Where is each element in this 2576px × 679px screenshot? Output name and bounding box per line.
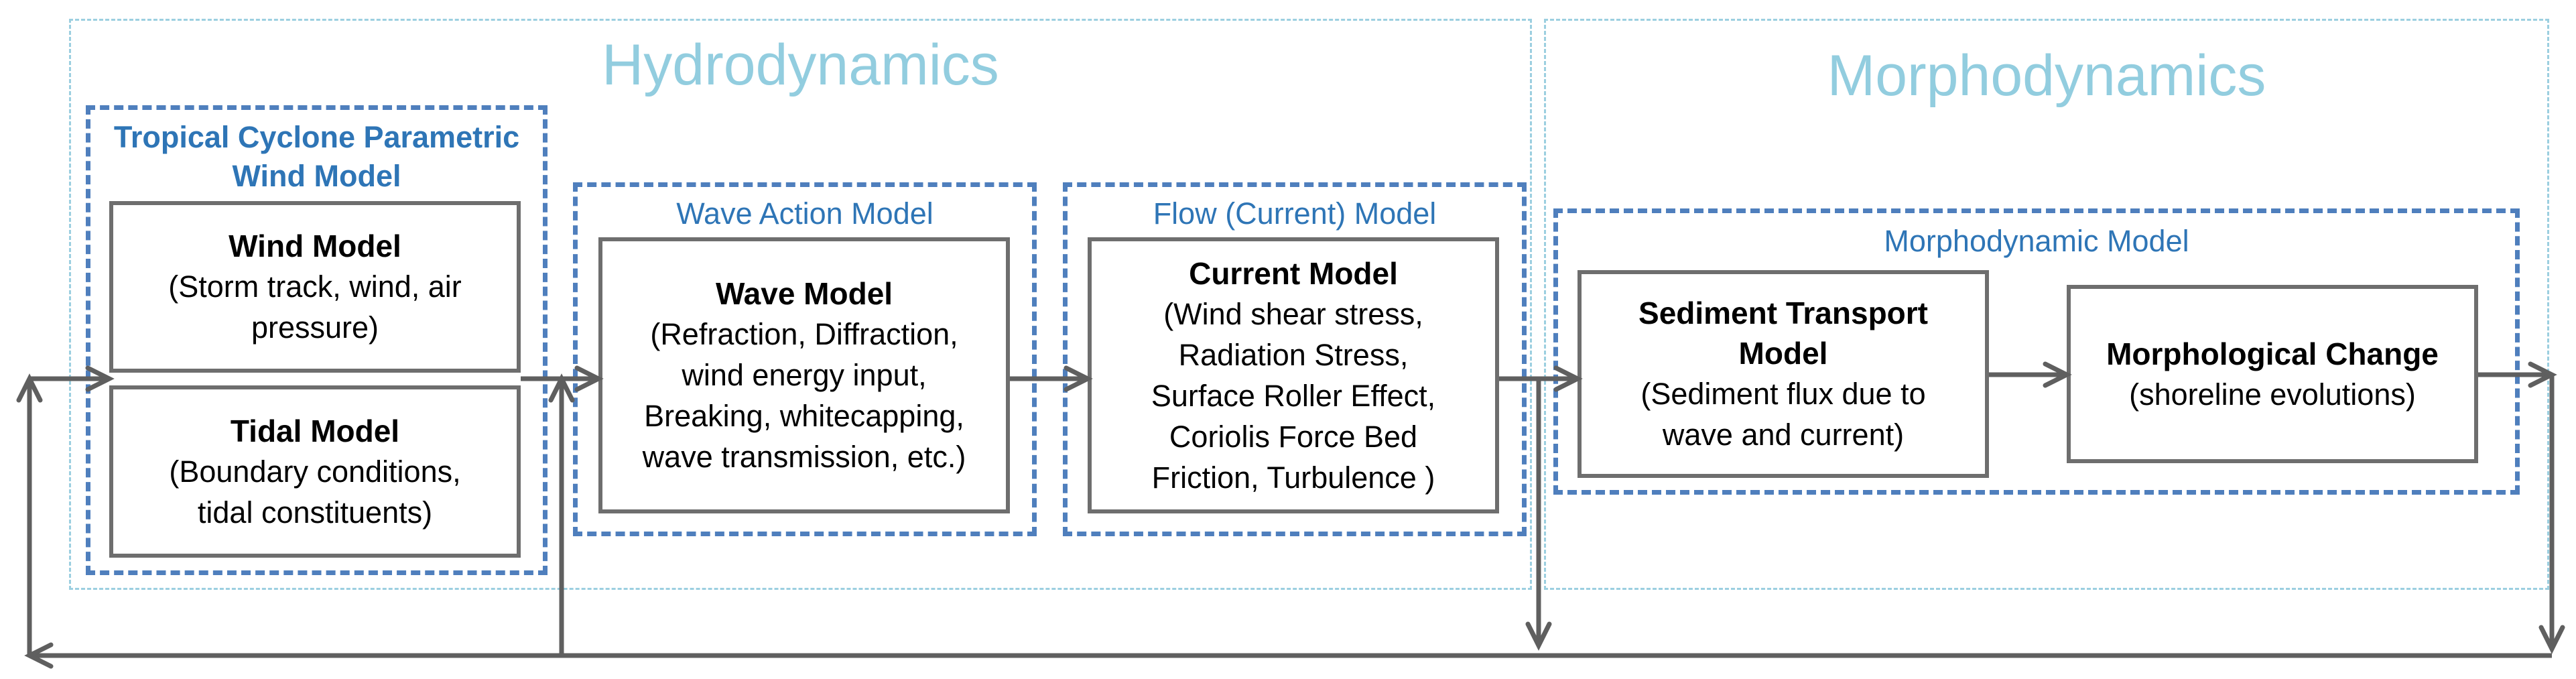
current-model-desc-5: Friction, Turbulence ) (1151, 460, 1435, 495)
wind-model-box: Wind Model (Storm track, wind, air press… (109, 201, 521, 373)
wave-model-title: Wave Model (715, 276, 893, 311)
current-model-desc-3: Surface Roller Effect, (1151, 378, 1436, 413)
wave-model-desc-1: (Refraction, Diffraction, (650, 317, 958, 351)
morphodynamic-group: Morphodynamic Model (1553, 208, 2520, 495)
wave-action-group: Wave Action Model (573, 182, 1037, 536)
morphodynamics-section: Morphodynamics (1544, 19, 2549, 590)
wind-model-title: Wind Model (229, 229, 401, 263)
current-model-title: Current Model (1189, 255, 1398, 291)
wind-model-group: Tropical Cyclone Parametric Wind Model (86, 105, 548, 575)
hydrodynamics-section: Hydrodynamics (69, 19, 1532, 590)
wave-action-group-title: Wave Action Model (676, 196, 933, 231)
sediment-transport-desc-1: (Sediment flux due to (1640, 377, 1926, 411)
current-model-desc-2: Radiation Stress, (1178, 337, 1409, 372)
tidal-model-title: Tidal Model (230, 413, 400, 448)
sediment-transport-box: Sediment Transport Model (Sediment flux … (1577, 270, 1989, 478)
wave-model-desc-4: wave transmission, etc.) (642, 440, 966, 474)
tidal-model-desc-1: (Boundary conditions, (169, 454, 461, 489)
wave-model-desc-2: wind energy input, (682, 358, 927, 392)
current-model-desc-1: (Wind shear stress, (1163, 296, 1423, 331)
sediment-transport-title-1: Sediment Transport (1638, 296, 1928, 330)
wind-model-desc-1: (Storm track, wind, air (168, 269, 462, 304)
wave-model-desc-3: Breaking, whitecapping, (644, 399, 964, 433)
hydrodynamics-title: Hydrodynamics (602, 33, 999, 97)
morphological-change-title: Morphological Change (2106, 336, 2439, 371)
wind-model-group-title-line2: Wind Model (232, 159, 401, 193)
tidal-model-box: Tidal Model (Boundary conditions, tidal … (109, 385, 521, 558)
morphodynamics-title: Morphodynamics (1827, 44, 2266, 108)
tidal-model-desc-2: tidal constituents) (197, 495, 433, 530)
morphodynamic-group-title: Morphodynamic Model (1884, 224, 2189, 258)
flow-model-group: Flow (Current) Model (1063, 182, 1527, 536)
current-model-desc-4: Coriolis Force Bed (1169, 419, 1418, 454)
morphological-change-box: Morphological Change (shoreline evolutio… (2067, 285, 2478, 463)
flow-model-group-title: Flow (Current) Model (1153, 196, 1437, 231)
wave-model-box: Wave Model (Refraction, Diffraction, win… (598, 237, 1010, 513)
sediment-transport-title-2: Model (1738, 336, 1828, 371)
wind-model-desc-2: pressure) (251, 310, 379, 345)
wind-model-group-title-line1: Tropical Cyclone Parametric (113, 120, 520, 154)
morphological-change-desc: (shoreline evolutions) (2129, 377, 2416, 412)
sediment-transport-desc-2: wave and current) (1662, 418, 1905, 452)
current-model-box: Current Model (Wind shear stress, Radiat… (1088, 237, 1499, 513)
